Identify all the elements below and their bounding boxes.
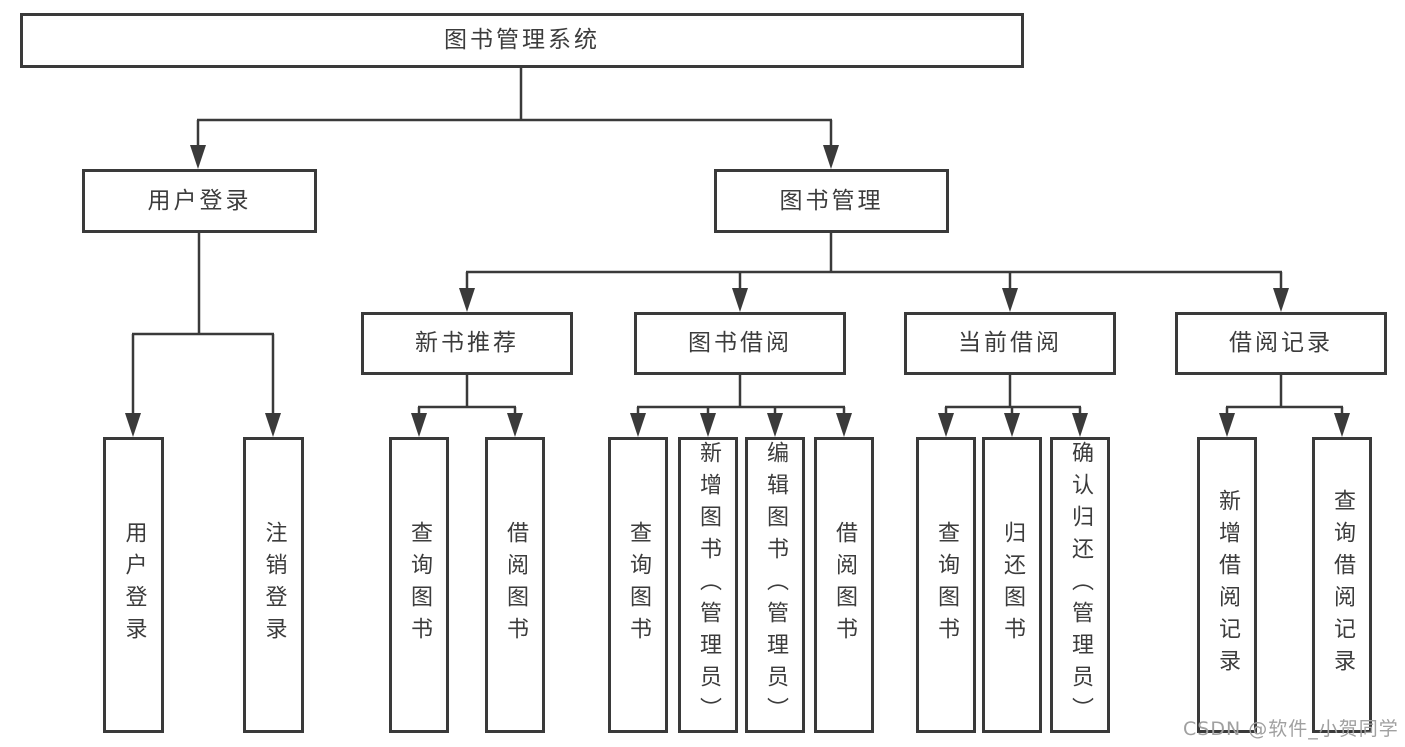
node-label: 查询图书 <box>626 521 651 649</box>
node-leaf-borrow-book-1: 借阅图书 <box>485 437 545 733</box>
node-label: 新书推荐 <box>415 330 519 356</box>
node-label: 借阅图书 <box>832 521 857 649</box>
connector-paths <box>131 68 1344 415</box>
node-leaf-query-book-1: 查询图书 <box>389 437 449 733</box>
node-leaf-query-borrow-record: 查询借阅记录 <box>1312 437 1372 733</box>
arrowheads <box>125 145 1350 437</box>
node-label: 查询借阅记录 <box>1330 489 1355 681</box>
node-user-login: 用户登录 <box>82 169 317 233</box>
node-root: 图书管理系统 <box>20 13 1024 68</box>
node-leaf-edit-book-admin: 编辑图书（管理员） <box>745 437 805 733</box>
node-current-borrow: 当前借阅 <box>904 312 1116 375</box>
node-label: 查询图书 <box>407 521 432 649</box>
node-borrow-record: 借阅记录 <box>1175 312 1387 375</box>
node-leaf-return-book: 归还图书 <box>982 437 1042 733</box>
node-leaf-add-borrow-record: 新增借阅记录 <box>1197 437 1257 733</box>
node-leaf-add-book-admin: 新增图书（管理员） <box>678 437 738 733</box>
node-leaf-confirm-return-admin: 确认归还（管理员） <box>1050 437 1110 733</box>
node-label: 新增图书（管理员） <box>696 441 721 729</box>
node-label: 编辑图书（管理员） <box>763 441 788 729</box>
node-leaf-query-book-2: 查询图书 <box>608 437 668 733</box>
node-leaf-logout: 注销登录 <box>243 437 304 733</box>
node-book-management: 图书管理 <box>714 169 949 233</box>
node-label: 图书管理 <box>779 187 884 214</box>
node-leaf-user-login: 用户登录 <box>103 437 164 733</box>
node-label: 查询图书 <box>934 521 959 649</box>
node-label: 用户登录 <box>147 187 252 214</box>
node-label: 当前借阅 <box>958 330 1062 356</box>
node-leaf-borrow-book-2: 借阅图书 <box>814 437 874 733</box>
node-label: 用户登录 <box>121 521 147 649</box>
node-new-book-recommend: 新书推荐 <box>361 312 573 375</box>
node-label: 借阅图书 <box>503 521 528 649</box>
node-label: 注销登录 <box>261 521 287 649</box>
node-label: 借阅记录 <box>1229 330 1333 356</box>
node-label: 新增借阅记录 <box>1215 489 1240 681</box>
node-book-borrow: 图书借阅 <box>634 312 846 375</box>
node-label: 图书借阅 <box>688 330 792 356</box>
node-leaf-query-book-3: 查询图书 <box>916 437 976 733</box>
watermark: CSDN @软件_小贺同学 <box>1183 718 1399 740</box>
node-label: 确认归还（管理员） <box>1068 441 1093 729</box>
node-label: 图书管理系统 <box>444 27 600 53</box>
node-label: 归还图书 <box>1000 521 1025 649</box>
